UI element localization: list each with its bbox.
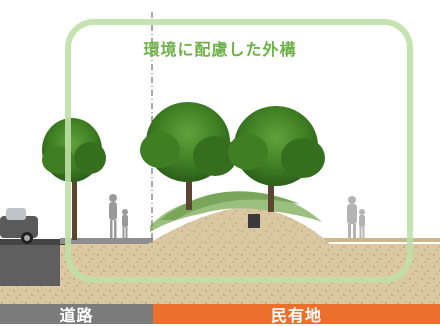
zone-label-bar: 道路 民有地 — [0, 304, 440, 325]
tree-middle — [140, 102, 237, 210]
road-label: 道路 — [0, 304, 153, 325]
tree-right — [228, 106, 325, 212]
diagram-title: 環境に配慮した外構 — [143, 40, 297, 59]
focus-frame — [65, 19, 413, 283]
pedestrians-left-icon — [109, 194, 128, 238]
car-icon — [0, 208, 38, 244]
tree-left — [42, 118, 106, 240]
private-land-label: 民有地 — [153, 304, 440, 325]
planted-mound — [148, 191, 330, 244]
pedestrians-right-icon — [347, 196, 365, 238]
